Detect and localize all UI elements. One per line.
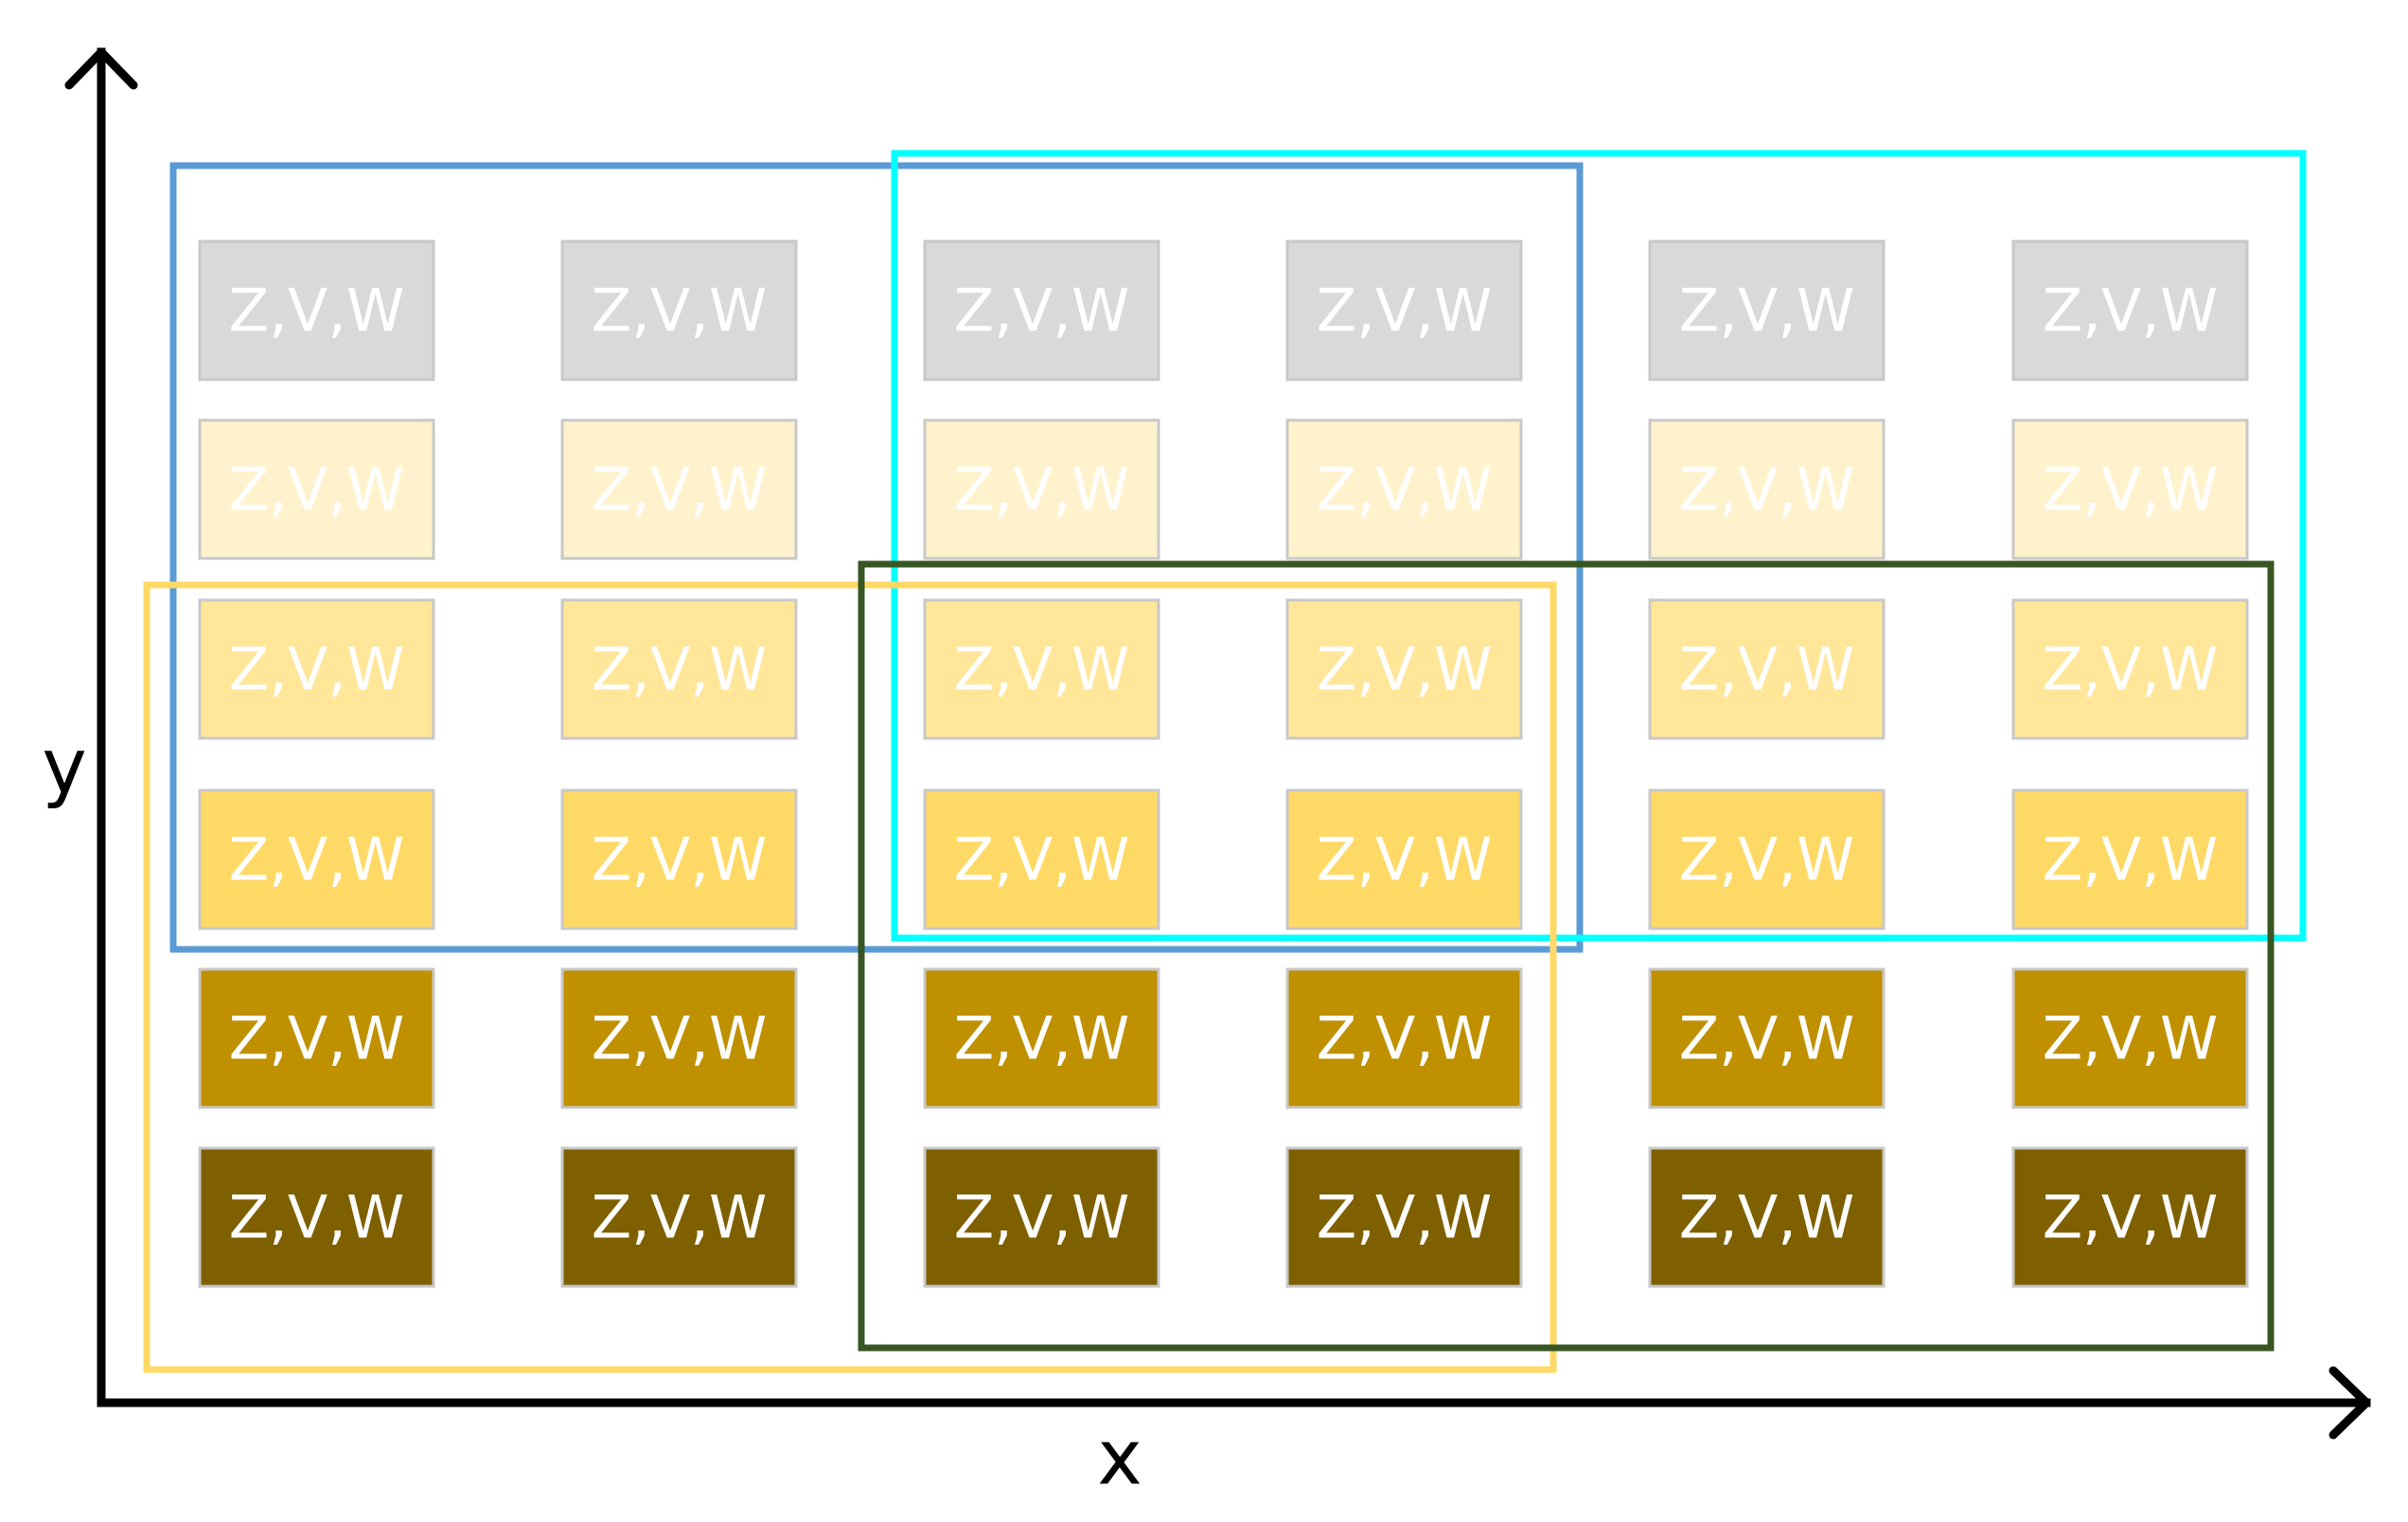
grid-cell — [198, 788, 435, 930]
yellow-window-box — [143, 581, 1557, 1373]
grid-cell-label: Z,V,W — [592, 1183, 768, 1252]
grid-cell-label: Z,V,W — [1317, 1183, 1493, 1252]
grid-cell — [1648, 239, 1886, 381]
grid-cell-label: Z,V,W — [592, 276, 768, 345]
grid-cell-label: Z,V,W — [954, 1183, 1130, 1252]
grid-cell — [1285, 788, 1523, 930]
grid-cell — [560, 418, 798, 560]
grid-cell — [923, 967, 1160, 1109]
grid-cell-label: Z,V,W — [1679, 635, 1855, 704]
y-axis-label: y — [42, 723, 86, 811]
grid-cell — [1285, 598, 1523, 740]
grid-cell-label: Z,V,W — [2043, 455, 2219, 524]
grid-cell-label: Z,V,W — [229, 1183, 405, 1252]
grid-cell-label: Z,V,W — [592, 455, 768, 524]
grid-cell — [2011, 788, 2249, 930]
grid-cell — [2011, 418, 2249, 560]
grid-cell-label: Z,V,W — [229, 825, 405, 894]
grid-cell — [923, 788, 1160, 930]
green-window-box — [858, 560, 2275, 1352]
grid-cell-label: Z,V,W — [2043, 635, 2219, 704]
grid-cell-label: Z,V,W — [1679, 1183, 1855, 1252]
grid-cell-label: Z,V,W — [1317, 455, 1493, 524]
grid-cell — [198, 239, 435, 381]
grid-cell — [923, 1146, 1160, 1288]
grid-cell-label: Z,V,W — [1317, 1004, 1493, 1073]
grid-cell — [2011, 598, 2249, 740]
grid-cell-label: Z,V,W — [954, 455, 1130, 524]
grid-cell — [923, 239, 1160, 381]
grid-cell-label: Z,V,W — [954, 825, 1130, 894]
grid-cell — [1285, 967, 1523, 1109]
grid-cell-label: Z,V,W — [1679, 276, 1855, 345]
grid-cell-label: Z,V,W — [2043, 825, 2219, 894]
grid-cell-label: Z,V,W — [2043, 276, 2219, 345]
cyan-window-box — [891, 150, 2307, 942]
x-axis-label: x — [1097, 1414, 1142, 1502]
grid-cell-label: Z,V,W — [2043, 1004, 2219, 1073]
grid-cell — [1648, 418, 1886, 560]
grid-cell-label: Z,V,W — [2043, 1183, 2219, 1252]
grid-cell — [2011, 239, 2249, 381]
blue-window-box — [169, 162, 1584, 953]
grid-cell — [560, 598, 798, 740]
grid-cell-label: Z,V,W — [1679, 825, 1855, 894]
grid-cell-label: Z,V,W — [592, 1004, 768, 1073]
grid-cell — [1648, 1146, 1886, 1288]
x-axis-arrowhead — [2328, 1366, 2371, 1440]
grid-cell-label: Z,V,W — [229, 1004, 405, 1073]
grid-cell — [2011, 1146, 2249, 1288]
grid-cell — [1648, 967, 1886, 1109]
grid-cell-label: Z,V,W — [1317, 276, 1493, 345]
grid-cell-label: Z,V,W — [954, 276, 1130, 345]
grid-cell-label: Z,V,W — [954, 635, 1130, 704]
grid-cell-label: Z,V,W — [229, 276, 405, 345]
grid-cell-label: Z,V,W — [592, 635, 768, 704]
grid-cell-label: Z,V,W — [592, 825, 768, 894]
grid-cell-label: Z,V,W — [1679, 1004, 1855, 1073]
grid-cell — [2011, 967, 2249, 1109]
grid-cell — [1648, 788, 1886, 930]
grid-cell — [1648, 598, 1886, 740]
grid-cell — [560, 967, 798, 1109]
y-axis-arrowhead — [64, 47, 138, 90]
grid-cell-label: Z,V,W — [1317, 825, 1493, 894]
grid-cell — [1285, 418, 1523, 560]
grid-cell — [198, 598, 435, 740]
axes: x y — [42, 47, 2371, 1502]
grid-cell — [198, 1146, 435, 1288]
grid-cell — [923, 418, 1160, 560]
cell-grid: Z,V,W Z,V,W Z,V,W Z,V,W Z,V,W Z,V,W Z,V,W Z,V,W… — [198, 239, 2249, 1288]
grid-cell-label: Z,V,W — [1679, 455, 1855, 524]
grid-cell — [560, 1146, 798, 1288]
grid-cell-label: Z,V,W — [1317, 635, 1493, 704]
grid-cell — [923, 598, 1160, 740]
grid-cell — [1285, 239, 1523, 381]
grid-cell-label: Z,V,W — [954, 1004, 1130, 1073]
grid-cell-label: Z,V,W — [229, 455, 405, 524]
grid-cell — [560, 239, 798, 381]
grid-cell — [198, 418, 435, 560]
grid-cell — [1285, 1146, 1523, 1288]
grid-cell — [560, 788, 798, 930]
window-boxes — [143, 150, 2307, 1373]
grid-cell — [198, 967, 435, 1109]
grid-cell-label: Z,V,W — [229, 635, 405, 704]
